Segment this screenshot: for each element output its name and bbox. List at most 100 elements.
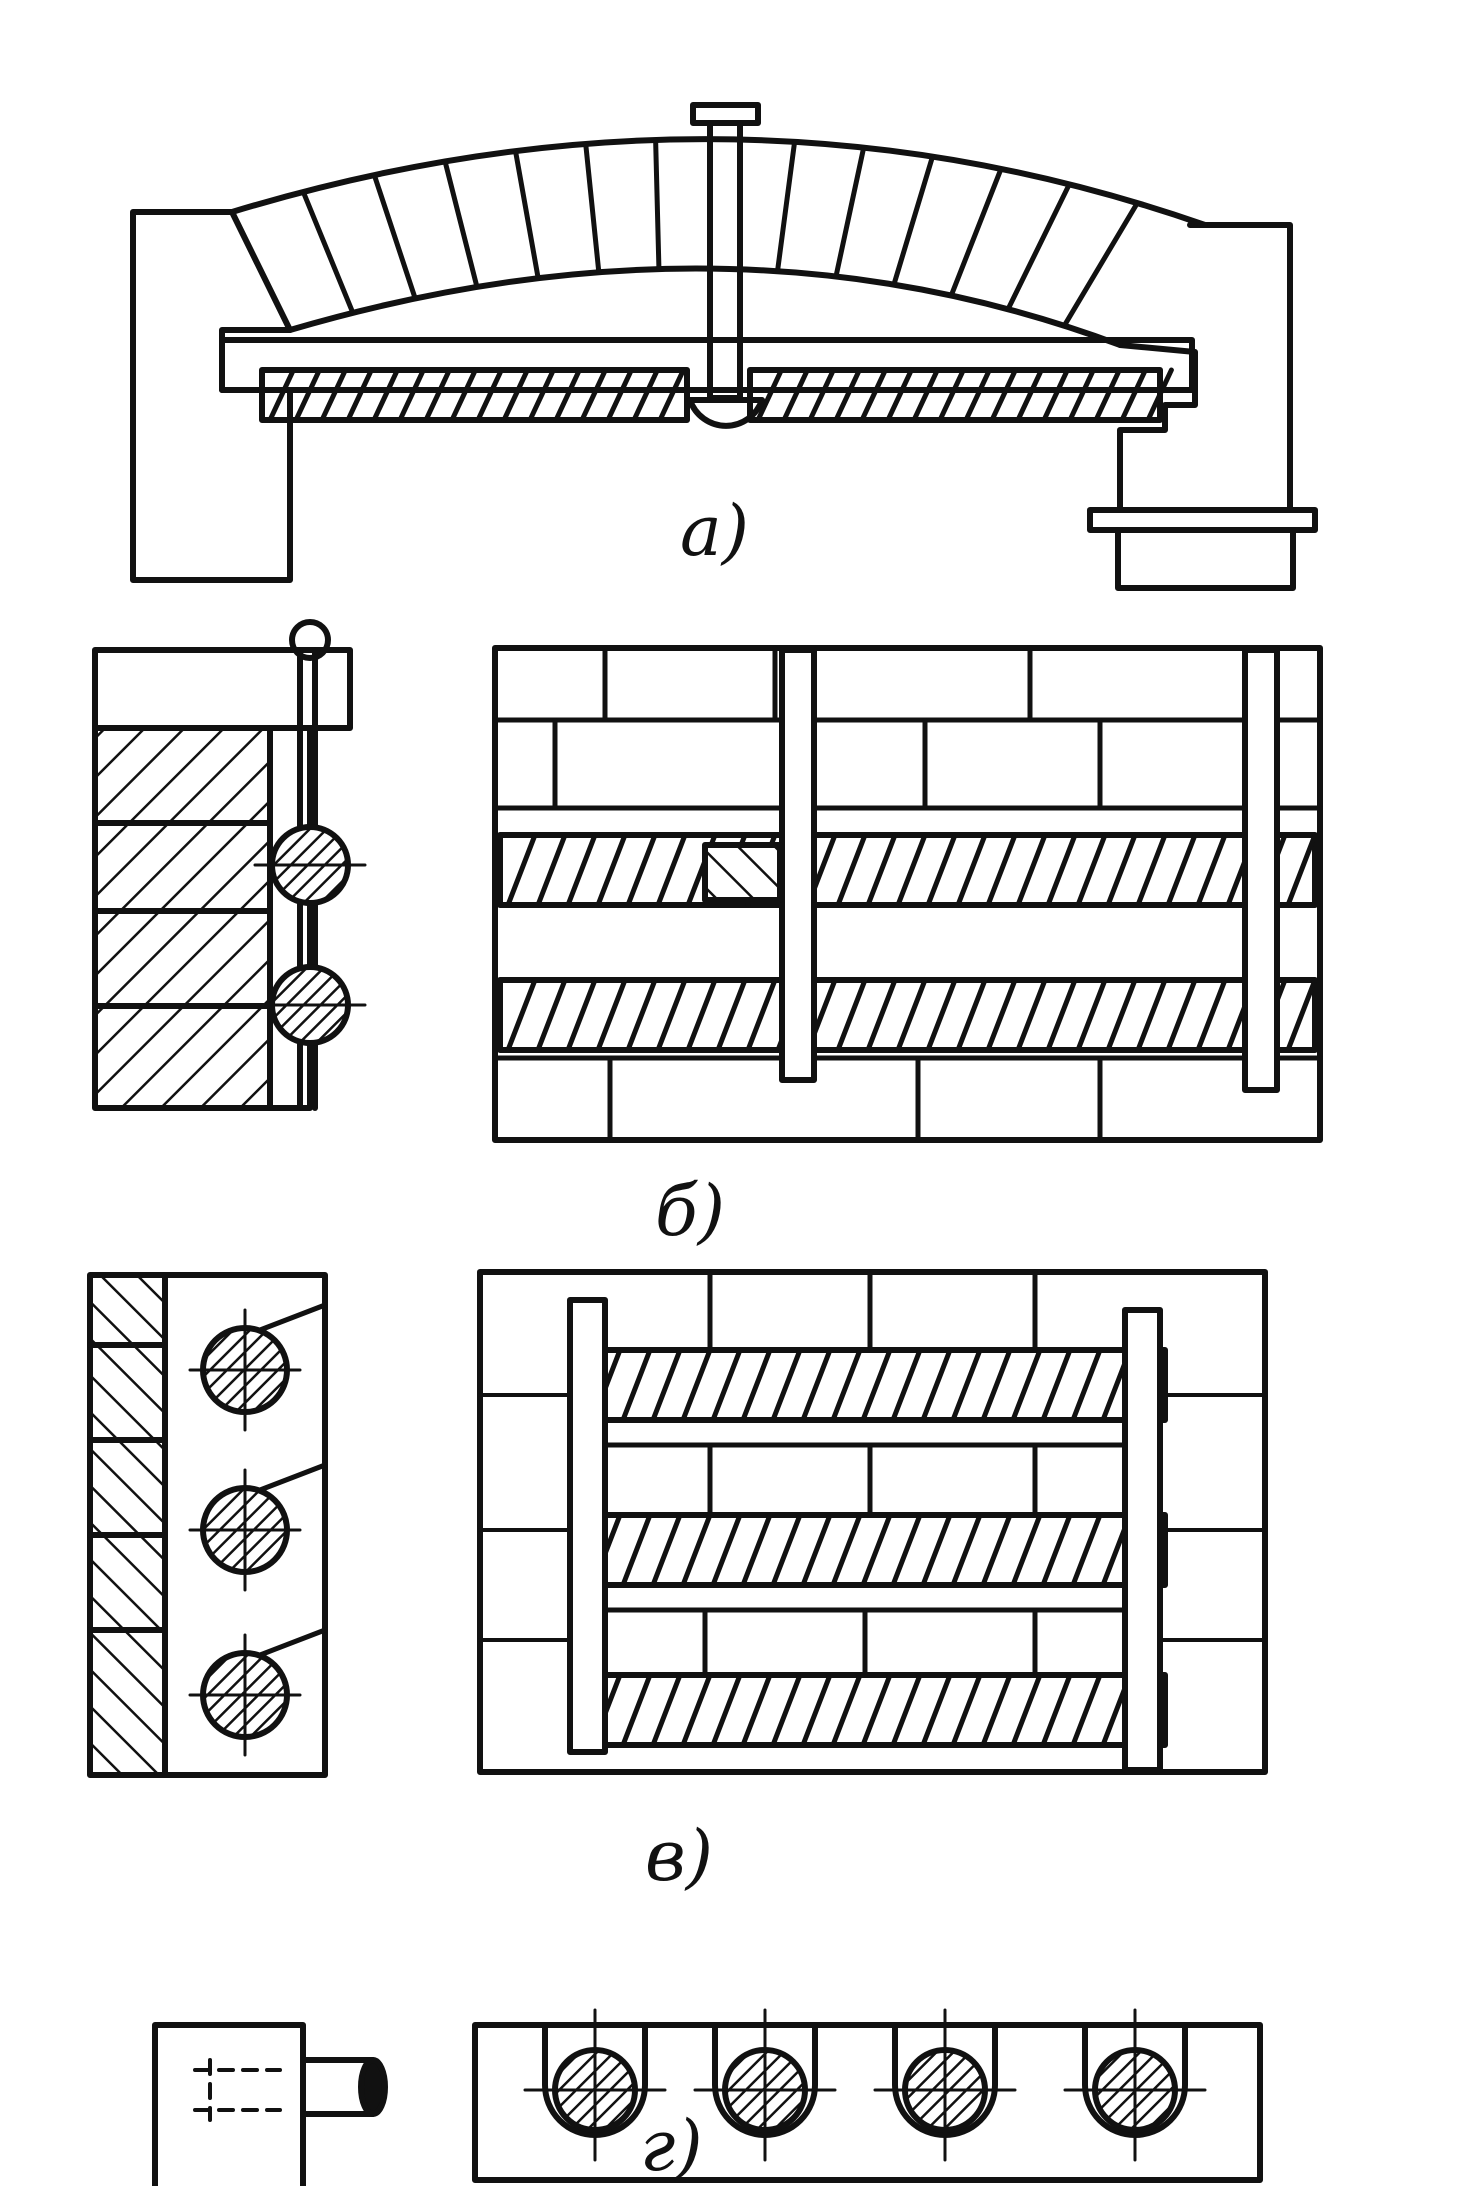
line <box>755 367 784 423</box>
line <box>1135 977 1168 1053</box>
line <box>989 367 1018 423</box>
line <box>775 139 798 274</box>
line <box>740 1512 773 1588</box>
label-a: а) <box>680 490 749 572</box>
line <box>1015 977 1048 1053</box>
line <box>1145 367 1174 423</box>
line <box>1005 181 1072 312</box>
line <box>1040 1347 1073 1423</box>
line <box>1010 1347 1043 1423</box>
line <box>565 977 598 1053</box>
line <box>397 367 426 423</box>
line <box>985 832 1018 908</box>
line <box>937 367 966 423</box>
line <box>1285 977 1318 1053</box>
section-b-wall-spirals <box>92 619 1323 1143</box>
hanger-hook <box>687 397 765 429</box>
line <box>527 367 556 423</box>
arch-brick-joints <box>300 137 1140 329</box>
line <box>963 367 992 423</box>
b-side-top-block <box>92 647 353 731</box>
line <box>1195 977 1228 1053</box>
label-b: б) <box>655 1170 725 1252</box>
line <box>1040 1672 1073 1748</box>
line <box>710 1512 743 1588</box>
v-side-coil-sections <box>188 1302 328 1757</box>
line <box>371 172 418 301</box>
line <box>1119 367 1148 423</box>
line <box>835 832 868 908</box>
b-side-hook-top <box>289 619 331 661</box>
line <box>980 1347 1013 1423</box>
v-bracket-right <box>1122 1307 1163 1773</box>
line <box>650 1347 683 1423</box>
b-hook-left <box>779 647 817 1083</box>
line <box>1010 1512 1043 1588</box>
coil-turns <box>755 367 1174 423</box>
line <box>865 832 898 908</box>
b-hook-right <box>1242 647 1280 1093</box>
line <box>267 367 296 423</box>
line <box>920 1672 953 1748</box>
line <box>715 977 748 1053</box>
line <box>475 367 504 423</box>
b-side-brick-1 <box>92 725 273 826</box>
line <box>859 367 888 423</box>
line <box>745 977 778 1053</box>
line <box>950 1347 983 1423</box>
line <box>300 189 356 316</box>
line <box>1070 1672 1103 1748</box>
line <box>442 158 480 290</box>
line <box>890 1347 923 1423</box>
line <box>595 832 628 908</box>
v-bracket-left <box>567 1297 608 1755</box>
line <box>895 977 928 1053</box>
line <box>505 977 538 1053</box>
g-side-block <box>152 2022 306 2186</box>
line <box>1070 1512 1103 1588</box>
line <box>1010 1672 1043 1748</box>
line <box>890 1512 923 1588</box>
line <box>920 1512 953 1588</box>
line <box>620 1347 653 1423</box>
line <box>1040 1512 1073 1588</box>
line <box>1070 1347 1103 1423</box>
line <box>710 1672 743 1748</box>
left-wall <box>130 209 293 583</box>
b-side-brick-2 <box>92 820 273 914</box>
v-side-frame <box>162 1272 328 1778</box>
line <box>740 1347 773 1423</box>
line <box>800 1512 833 1588</box>
line <box>657 367 686 423</box>
line <box>625 977 658 1053</box>
line <box>655 977 688 1053</box>
line <box>1041 367 1070 423</box>
line <box>860 1672 893 1748</box>
line <box>833 145 867 280</box>
line <box>257 1627 328 1658</box>
line <box>1105 977 1138 1053</box>
line <box>685 977 718 1053</box>
line <box>653 137 662 272</box>
line <box>895 832 928 908</box>
section-v-bracket-spirals <box>87 1269 1268 1778</box>
line <box>891 154 936 288</box>
line <box>513 148 541 281</box>
line <box>1165 832 1198 908</box>
b-insert <box>702 842 783 903</box>
line <box>1165 977 1198 1053</box>
line <box>1045 832 1078 908</box>
line <box>740 1672 773 1748</box>
line <box>1061 200 1140 329</box>
line <box>800 1672 833 1748</box>
line <box>449 367 478 423</box>
line <box>955 977 988 1053</box>
line <box>1135 832 1168 908</box>
v-side-wall <box>87 1272 168 1778</box>
line <box>1285 832 1318 908</box>
line <box>1075 977 1108 1053</box>
line <box>257 1462 328 1493</box>
line <box>925 832 958 908</box>
label-g: г) <box>640 2105 703 2186</box>
